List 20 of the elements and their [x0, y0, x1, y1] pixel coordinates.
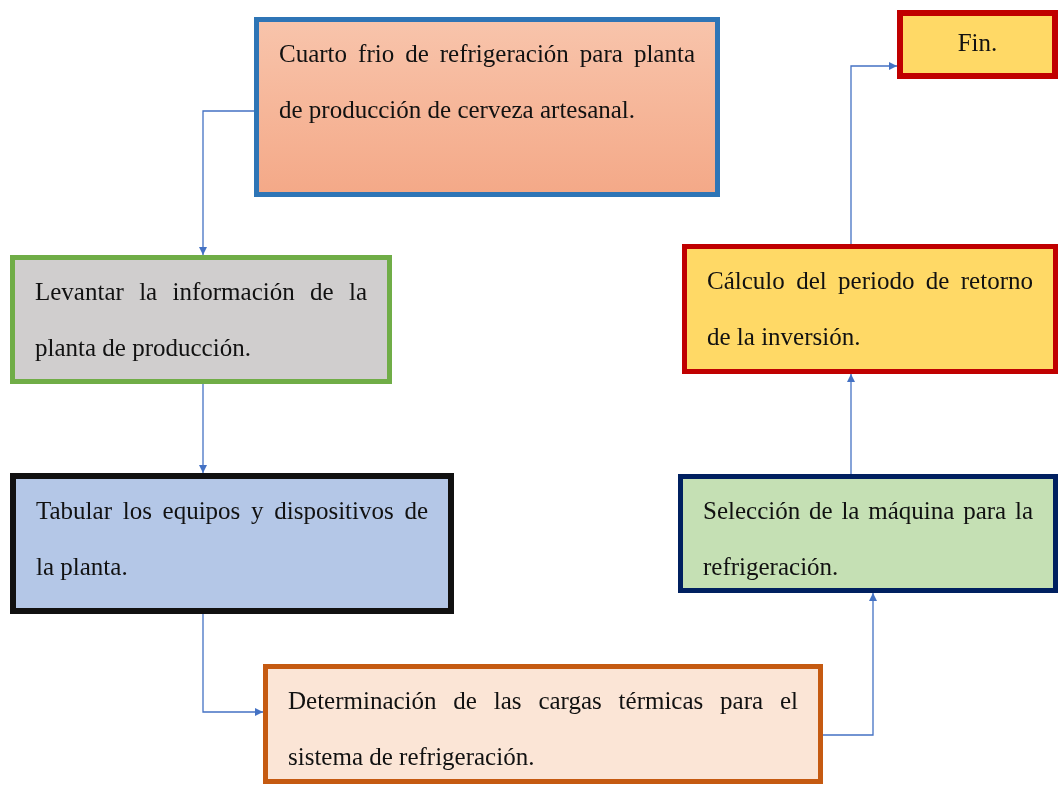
arrow	[199, 110, 255, 256]
step-text: Selección de la máquina para la refrigeración.	[703, 496, 1033, 582]
step-text: Cálculo del periodo de retorno de la inversión.	[707, 266, 1033, 352]
process-box	[897, 10, 1058, 79]
arrow	[847, 373, 855, 475]
process-box	[254, 17, 720, 197]
process-box	[682, 244, 1058, 374]
process-box	[10, 255, 392, 384]
arrow	[199, 383, 207, 474]
arrow	[822, 592, 877, 736]
step-text: Fin.	[956, 28, 999, 58]
step-text: Tabular los equipos y dispositivos de la planta.	[36, 496, 428, 582]
step-text: Cuarto frio de refrigeración para planta de producción de cerveza artesanal.	[279, 39, 695, 125]
process-box	[263, 664, 823, 784]
arrow	[850, 62, 898, 245]
step-text: Levantar la información de la planta de producción.	[35, 277, 367, 363]
step-text: Determinación de las cargas térmicas para el sistema de refrigeración.	[288, 686, 798, 772]
process-box	[678, 474, 1058, 593]
arrow	[202, 613, 264, 716]
process-box	[10, 473, 454, 614]
